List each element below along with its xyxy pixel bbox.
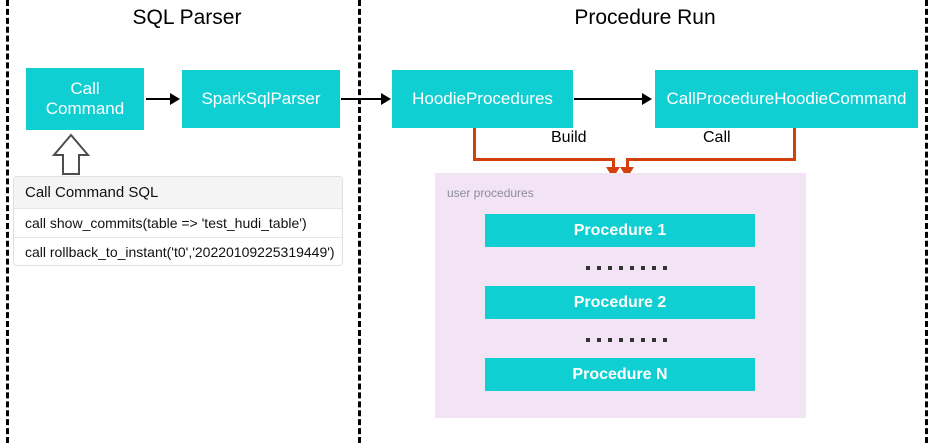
section-title-sql-parser: SQL Parser xyxy=(132,6,242,29)
divider-middle xyxy=(358,0,361,443)
node-call-command-line1: Call xyxy=(70,79,100,98)
node-call-command[interactable]: Call Command xyxy=(26,68,144,130)
sql-table-header: Call Command SQL xyxy=(14,177,342,209)
upward-block-arrow-icon xyxy=(51,133,91,176)
call-edge-horizontal xyxy=(626,158,796,161)
ellipsis-dots-2 xyxy=(586,338,667,342)
node-hoodie-procedures[interactable]: HoodieProcedures xyxy=(392,70,573,128)
node-call-command-line2: Command xyxy=(45,99,125,118)
edge-hoodieprocedures-to-callprocedure-arrowhead xyxy=(642,93,652,105)
build-edge-vertical-left xyxy=(473,128,476,161)
edge-label-build: Build xyxy=(545,129,593,147)
build-edge-arrowhead xyxy=(606,167,620,178)
edge-callcommand-to-sparksqlparser-line xyxy=(146,98,172,100)
edge-callcommand-to-sparksqlparser-arrowhead xyxy=(170,93,180,105)
call-edge-vertical-right xyxy=(793,128,796,161)
section-title-procedure-run: Procedure Run xyxy=(574,6,716,29)
build-edge-vertical-right xyxy=(612,158,615,170)
call-command-sql-table: Call Command SQL call show_commits(table… xyxy=(13,176,343,266)
procedure-item-2[interactable]: Procedure 2 xyxy=(485,286,755,319)
node-call-procedure-hoodie-command[interactable]: CallProcedureHoodieCommand xyxy=(655,70,918,128)
sql-table-row: call show_commits(table => 'test_hudi_ta… xyxy=(14,209,342,238)
edge-label-call: Call xyxy=(697,129,737,147)
sql-table-row: call rollback_to_instant('t0','202201092… xyxy=(25,244,335,260)
edge-sparksqlparser-to-hoodieprocedures-arrowhead xyxy=(381,93,391,105)
procedure-item-1[interactable]: Procedure 1 xyxy=(485,214,755,247)
build-edge-horizontal xyxy=(473,158,615,161)
edge-hoodieprocedures-to-callprocedure-line xyxy=(574,98,644,100)
user-procedures-caption: user procedures xyxy=(447,186,534,200)
ellipsis-dots-1 xyxy=(586,266,667,270)
node-spark-sql-parser[interactable]: SparkSqlParser xyxy=(182,70,340,128)
procedure-item-n[interactable]: Procedure N xyxy=(485,358,755,391)
divider-right xyxy=(925,0,928,443)
divider-left xyxy=(6,0,9,443)
edge-sparksqlparser-to-hoodieprocedures-line xyxy=(341,98,383,100)
call-edge-arrowhead xyxy=(620,167,634,178)
call-edge-vertical-left xyxy=(626,158,629,170)
